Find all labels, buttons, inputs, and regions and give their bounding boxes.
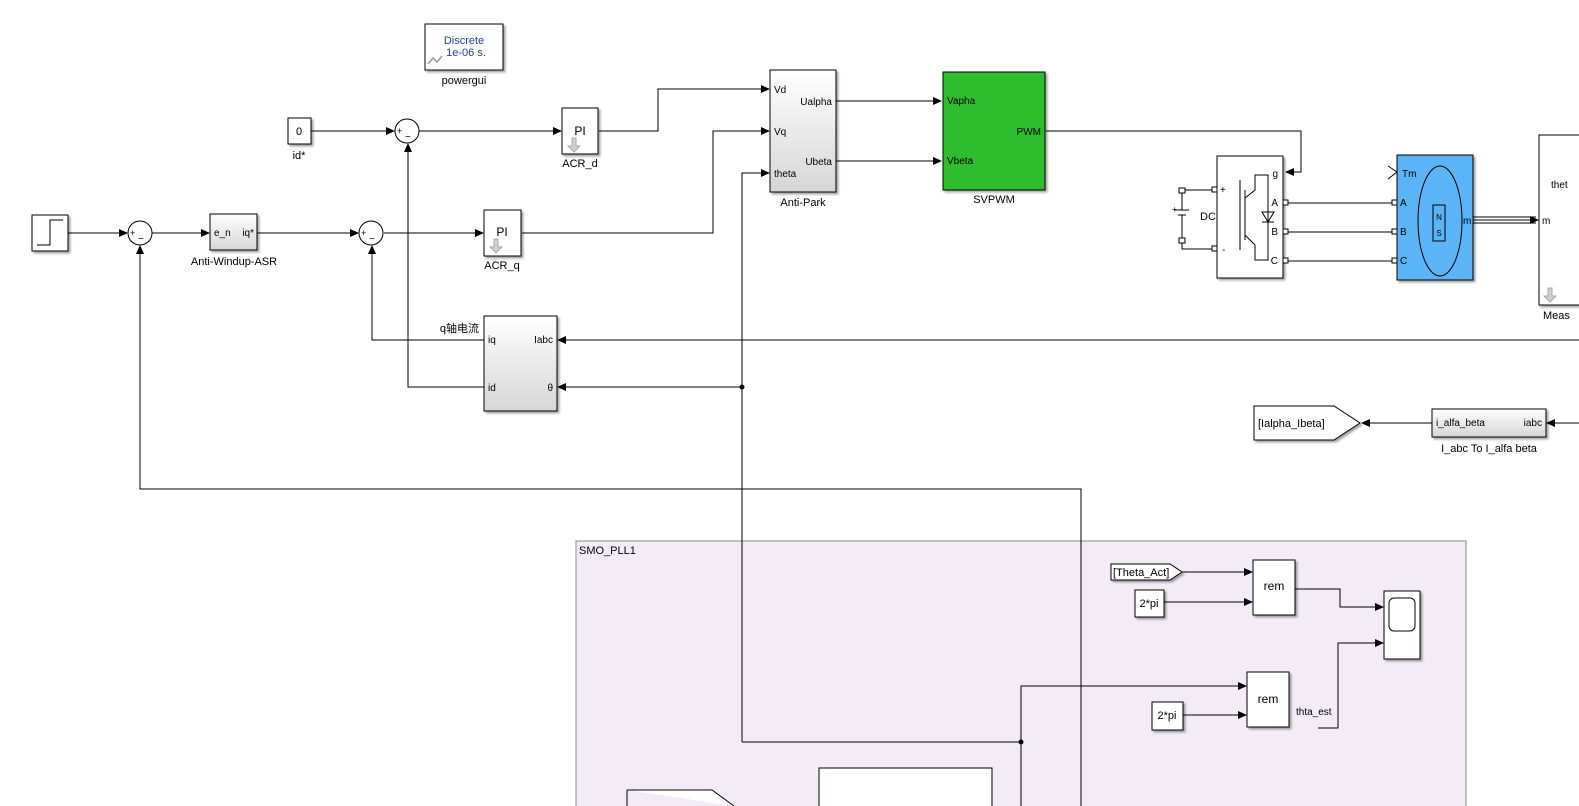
link-icon <box>427 55 443 65</box>
svg-text:+: + <box>130 228 135 238</box>
svg-text:−: − <box>405 132 411 143</box>
svg-text:[Ialpha_Ibeta]: [Ialpha_Ibeta] <box>1258 418 1325 430</box>
inverter-bridge-block[interactable]: + - g A B C <box>1211 155 1289 279</box>
iabc-to-ialfabeta-block[interactable]: i_alfa_beta iabc I_abc To I_alfa beta <box>1431 408 1547 455</box>
thta-est-signal-label: thta_est <box>1296 707 1332 718</box>
mask-arrow-icon <box>488 238 504 254</box>
dc-label: DC <box>1200 211 1216 223</box>
iabc-to-ialfabeta-label: I_abc To I_alfa beta <box>1441 443 1538 455</box>
powergui-label: powergui <box>442 75 487 87</box>
svg-text:Ualpha: Ualpha <box>800 97 832 108</box>
park-transform-block[interactable]: q轴电流 iq id Iabc θ <box>440 315 558 412</box>
anti-park-label: Anti-Park <box>780 197 826 209</box>
svg-text:Vapha: Vapha <box>947 96 976 107</box>
from-theta-act-tag[interactable]: [Theta_Act] <box>1110 563 1183 581</box>
svg-text:m: m <box>1542 216 1550 227</box>
svg-text:+: + <box>397 126 402 136</box>
svg-text:Vbeta: Vbeta <box>947 156 974 167</box>
sum-block-q[interactable]: + − <box>358 220 384 246</box>
svpwm-label: SVPWM <box>973 194 1015 206</box>
svg-text:id: id <box>488 383 496 394</box>
svg-text:[Theta_Act]: [Theta_Act] <box>1113 567 1169 579</box>
svpwm-block[interactable]: Vapha Vbeta PWM SVPWM <box>942 71 1046 206</box>
svg-text:PI: PI <box>574 124 585 138</box>
constant-2pi-b[interactable]: 2*pi <box>1151 701 1184 731</box>
svg-text:m: m <box>1463 216 1471 227</box>
svg-text:Iabc: Iabc <box>534 335 553 346</box>
anti-windup-asr-block[interactable]: e_n iq* Anti-Windup-ASR <box>191 213 277 268</box>
svg-text:Tm: Tm <box>1402 169 1416 180</box>
svg-text:iq*: iq* <box>242 228 254 239</box>
acr-q-pi-block[interactable]: PI ACR_q <box>483 209 522 272</box>
goto-ialpha-ibeta-tag[interactable]: [Ialpha_Ibeta] <box>1253 405 1361 441</box>
svg-text:PWM: PWM <box>1017 127 1041 138</box>
measurement-label: Meas <box>1543 310 1570 322</box>
rem-block-b[interactable]: rem <box>1246 671 1290 728</box>
signal-lines <box>68 85 1579 806</box>
mask-arrow-icon <box>1542 287 1558 303</box>
measurement-demux-block[interactable]: thet m Meas <box>1538 134 1579 322</box>
acr-d-label: ACR_d <box>562 158 597 170</box>
svg-text:iq: iq <box>488 335 496 346</box>
svg-text:2*pi: 2*pi <box>1158 710 1177 722</box>
constant-2pi-a[interactable]: 2*pi <box>1134 589 1165 618</box>
svg-text:iabc: iabc <box>1524 418 1542 429</box>
subsystem-label: SMO_PLL1 <box>579 545 636 557</box>
svg-text:−: − <box>138 234 144 245</box>
svg-text:PI: PI <box>496 225 507 239</box>
svg-text:−: − <box>369 234 375 245</box>
anti-windup-label: Anti-Windup-ASR <box>191 256 277 268</box>
svg-text:2*pi: 2*pi <box>1140 598 1159 610</box>
svg-text:rem: rem <box>1258 692 1279 706</box>
svg-text:A: A <box>1400 198 1407 209</box>
svg-text:N: N <box>1436 213 1442 222</box>
bottom-goto-tag[interactable] <box>626 789 735 806</box>
sum-block-speed[interactable]: + − <box>127 220 153 246</box>
svg-text:-: - <box>1222 245 1225 256</box>
anti-park-block[interactable]: Vd Vq theta Ualpha Ubeta Anti-Park <box>769 69 837 209</box>
svg-text:C: C <box>1400 256 1407 267</box>
svg-text:S: S <box>1436 229 1441 238</box>
bottom-subsystem-block[interactable] <box>818 767 993 806</box>
svg-text:B: B <box>1400 227 1407 238</box>
step-block[interactable] <box>31 214 69 252</box>
igbt-icon <box>1239 174 1275 261</box>
svg-text:theta: theta <box>774 169 797 180</box>
scope-block[interactable] <box>1383 590 1421 660</box>
svg-text:θ: θ <box>547 383 553 394</box>
acr-q-label: ACR_q <box>484 260 519 272</box>
pmsm-motor-block[interactable]: N S Tm A B C m <box>1391 154 1474 281</box>
svg-text:i_alfa_beta: i_alfa_beta <box>1436 418 1485 429</box>
svg-text:Vq: Vq <box>774 127 786 138</box>
powergui-sample-time: 1e-06 s. <box>446 47 486 59</box>
svg-text:0: 0 <box>296 126 302 138</box>
powergui-block[interactable]: Discrete 1e-06 s. powergui <box>424 23 504 87</box>
mask-arrow-icon <box>566 137 582 153</box>
rem-block-a[interactable]: rem <box>1252 559 1296 616</box>
svg-text:+: + <box>361 228 366 238</box>
id-star-label: id* <box>293 150 307 162</box>
svg-text:Vd: Vd <box>774 85 786 96</box>
scope-screen-icon <box>1388 597 1416 632</box>
svg-text:e_n: e_n <box>214 228 231 239</box>
id-star-constant[interactable]: 0 id* <box>287 117 312 162</box>
svg-text:+: + <box>1172 205 1177 214</box>
svg-text:Ubeta: Ubeta <box>805 157 832 168</box>
svg-text:C: C <box>1271 256 1278 267</box>
sum-block-d[interactable]: + − <box>394 118 420 144</box>
q-axis-current-label: q轴电流 <box>440 321 479 335</box>
svg-text:g: g <box>1272 169 1278 180</box>
svg-text:+: + <box>1220 185 1226 196</box>
svg-text:rem: rem <box>1264 579 1285 593</box>
svg-text:B: B <box>1271 227 1278 238</box>
acr-d-pi-block[interactable]: PI ACR_d <box>561 107 599 170</box>
svg-text:A: A <box>1271 198 1278 209</box>
powergui-mode: Discrete <box>444 35 484 47</box>
dc-voltage-source[interactable]: + DC <box>1172 187 1216 244</box>
svg-text:thet: thet <box>1551 180 1568 191</box>
step-icon <box>37 219 63 246</box>
